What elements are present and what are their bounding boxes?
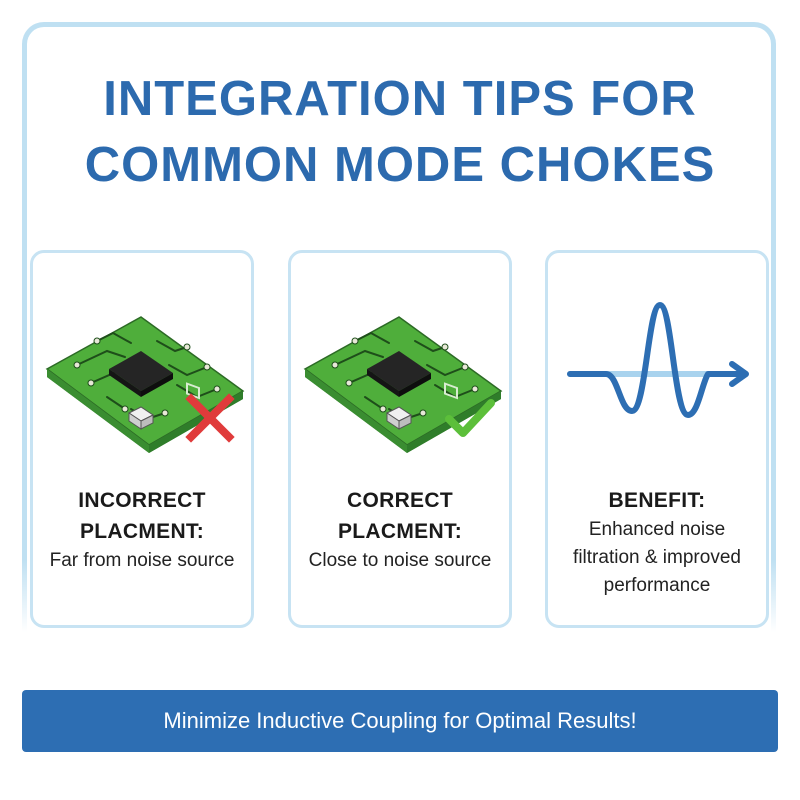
outer-frame [22, 22, 776, 642]
heading-line-1: CORRECT [347, 489, 453, 512]
description-line: filtration & improved [573, 547, 741, 568]
description-line: performance [603, 575, 711, 596]
card-benefit: BENEFIT: Enhanced noise filtration & imp… [545, 250, 769, 628]
waveform-arrow-icon [548, 275, 766, 475]
heading-line-1: INCORRECT [78, 489, 206, 512]
heading-line-2: PLACMENT: [79, 520, 205, 543]
card-heading: CORRECT PLACMENT: [285, 485, 515, 547]
heading-line-2: PLACMENT: [337, 520, 463, 543]
title-line-1: INTEGRATION TIPS FOR [103, 72, 697, 126]
heading-line-1: BENEFIT: [608, 489, 706, 512]
card-description: Far from noise source [27, 547, 257, 575]
card-heading: INCORRECT PLACMENT: [27, 485, 257, 547]
card-correct-placement: CORRECT PLACMENT: Close to noise source [288, 250, 512, 628]
card-text-correct: CORRECT PLACMENT: Close to noise source [285, 485, 515, 575]
card-heading: BENEFIT: [542, 485, 772, 516]
card-description: Enhanced noise filtration & improved per… [542, 516, 772, 600]
card-incorrect-placement: INCORRECT PLACMENT: Far from noise sourc… [30, 250, 254, 628]
pcb-board-with-checkmark-icon [291, 275, 509, 475]
card-text-benefit: BENEFIT: Enhanced noise filtration & imp… [542, 485, 772, 600]
description-line: Close to noise source [308, 550, 492, 571]
page-title: INTEGRATION TIPS FOR COMMON MODE CHOKES [0, 66, 800, 198]
description-line: Enhanced noise [588, 519, 726, 540]
card-description: Close to noise source [285, 547, 515, 575]
pcb-board-with-cross-icon [33, 275, 251, 475]
card-text-incorrect: INCORRECT PLACMENT: Far from noise sourc… [27, 485, 257, 575]
title-line-2: COMMON MODE CHOKES [84, 138, 716, 192]
footer-banner: Minimize Inductive Coupling for Optimal … [22, 690, 778, 752]
description-line: Far from noise source [49, 550, 235, 571]
